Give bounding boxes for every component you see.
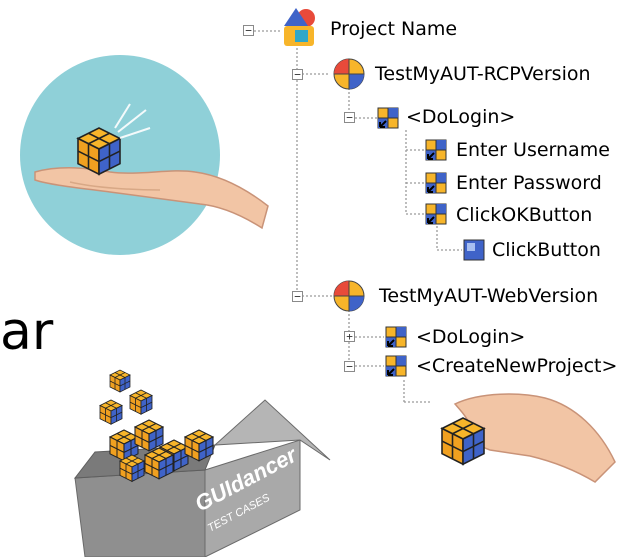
tree-node-enter-username[interactable]: Enter Username	[456, 139, 610, 161]
expand-toggle-icon[interactable]: +	[344, 331, 355, 342]
cube-icon	[77, 127, 121, 175]
project-icon	[284, 8, 315, 46]
cube-icon	[441, 417, 485, 465]
tree-node-rcp-version[interactable]: TestMyAUT-RCPVersion	[375, 63, 591, 85]
tree-lines	[254, 30, 462, 403]
test-case-ref-icon	[377, 107, 399, 129]
hand-with-cube-right	[441, 393, 616, 483]
tree-node-dologin-rcp[interactable]: <DoLogin>	[406, 106, 516, 128]
tree-node-web-version[interactable]: TestMyAUT-WebVersion	[379, 285, 599, 307]
tree-node-createnewproject[interactable]: <CreateNewProject>	[416, 355, 618, 377]
test-case-ref-icon	[385, 326, 407, 348]
hand-with-cube-circle	[20, 55, 269, 255]
collapse-toggle-icon[interactable]: −	[344, 361, 355, 372]
collapse-toggle-icon[interactable]: −	[292, 291, 303, 302]
sparkle-icon	[114, 103, 151, 139]
hand-left	[34, 167, 269, 230]
collapse-toggle-icon[interactable]: −	[344, 112, 355, 123]
tree-node-project-name[interactable]: Project Name	[330, 18, 458, 40]
test-suite-icon	[333, 58, 365, 90]
test-case-ref-icon	[425, 139, 447, 161]
test-suite-icon	[333, 280, 365, 312]
cropped-caption-text: ar	[0, 302, 54, 362]
test-case-ref-icon	[425, 203, 447, 225]
test-case-ref-icon	[425, 172, 447, 194]
tree-node-clickbutton[interactable]: ClickButton	[492, 239, 601, 261]
collapse-toggle-icon[interactable]: −	[243, 25, 254, 36]
tree-node-enter-password[interactable]: Enter Password	[456, 172, 602, 194]
test-case-ref-icon	[385, 355, 407, 377]
test-case-box	[73, 369, 331, 557]
tree-node-dologin-web[interactable]: <DoLogin>	[416, 326, 526, 348]
test-step-icon	[463, 239, 485, 261]
collapse-toggle-icon[interactable]: −	[292, 69, 303, 80]
tree-node-clickokbutton[interactable]: ClickOKButton	[456, 204, 593, 226]
